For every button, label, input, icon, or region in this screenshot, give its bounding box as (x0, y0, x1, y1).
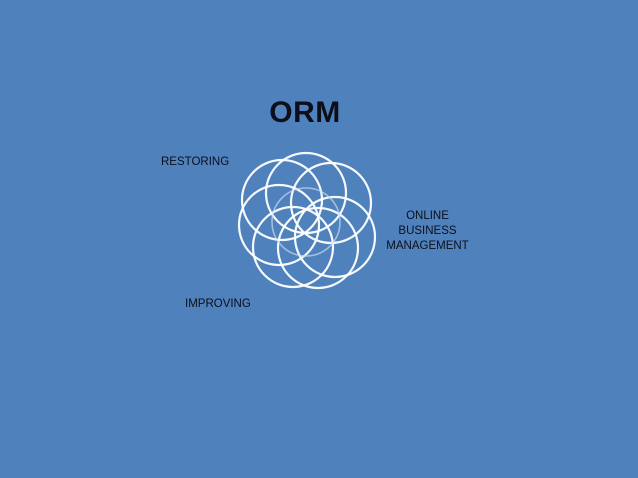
diagram-circle (264, 151, 348, 235)
diagram-circle (289, 161, 373, 245)
label-online-line1: ONLINE (406, 210, 449, 222)
diagram-circle (240, 158, 324, 242)
slide-title: ORM (269, 96, 341, 129)
label-online-line2: BUSINESS (398, 225, 457, 237)
label-online-business-management: ONLINE BUSINESS MANAGEMENT (380, 209, 475, 254)
label-online-line3: MANAGEMENT (386, 240, 469, 252)
diagram-circle (251, 205, 335, 289)
label-improving: IMPROVING (185, 298, 251, 310)
diagram-inner-circle (271, 187, 341, 257)
diagram-circle (237, 183, 321, 267)
diagram-circle (276, 206, 360, 290)
label-restoring: RESTORING (161, 156, 230, 168)
